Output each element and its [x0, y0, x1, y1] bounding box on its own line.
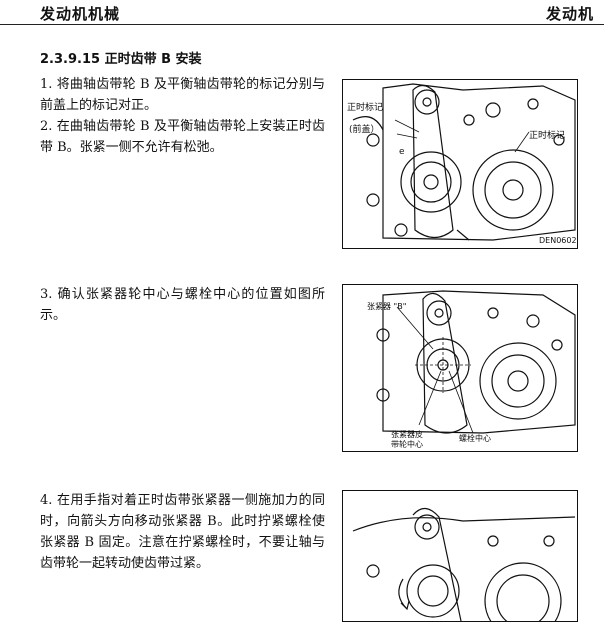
step-1: 1. 将曲轴齿带轮 B 及平衡轴齿带轮的标记分别与前盖上的标记对正。	[40, 77, 325, 113]
label-front-cover: (前盖）	[349, 123, 380, 135]
engine-cover-top	[352, 516, 576, 532]
engine-block-outline	[382, 290, 576, 434]
step-4: 4. 在用手指对着正时齿带张紧器一侧施加力的同时，向箭头方向移动张紧器 B。此时…	[40, 493, 325, 571]
engine-diagram-3	[352, 507, 576, 621]
leader-bolt-center	[448, 370, 474, 434]
leader-timing-mark-2	[514, 131, 530, 153]
figure-1-timing-marks: 正时标记 (前盖） 正时标记 e DEN0602	[342, 79, 578, 249]
label-tensioner-b: 张紧器 "B"	[367, 302, 406, 311]
step-3: 3. 确认张紧器轮中心与螺栓中心的位置如图所示。	[40, 287, 325, 323]
label-pulley-center-2: 带轮中心	[391, 439, 423, 449]
leader-tensioner-b	[396, 306, 434, 350]
leader-pulley-center	[418, 370, 442, 426]
timing-belt	[412, 84, 454, 239]
figure-code: DEN0602	[539, 236, 577, 245]
label-bolt-center: 螺栓中心	[459, 433, 491, 443]
timing-belt-b	[422, 292, 468, 434]
header-right-title: 发动机	[545, 5, 594, 23]
label-letter-e: e	[399, 147, 405, 157]
large-pulley	[484, 562, 562, 621]
balancer-sprocket	[414, 514, 440, 540]
label-timing-mark-1: 正时标记	[347, 101, 383, 113]
tensioner-pulley	[406, 564, 460, 618]
large-pulley	[472, 149, 554, 231]
crank-sprocket	[400, 151, 462, 213]
figure-3-tensioner-adjust	[342, 490, 578, 622]
figure-2-tensioner-position: 张紧器 "B" 张紧器皮 带轮中心 螺栓中心	[342, 284, 578, 452]
engine-diagram-2: 张紧器 "B" 张紧器皮 带轮中心 螺栓中心	[367, 290, 576, 449]
leader-timing-mark-1	[394, 119, 420, 133]
step-2: 2. 在曲轴齿带轮 B 及平衡轴齿带轮上安装正时齿带 B。张紧一侧不允许有松弛。	[40, 119, 325, 155]
section-title: 2.3.9.15 正时齿带 B 安装	[40, 52, 202, 67]
front-cover-outline	[382, 83, 576, 241]
running-header: 发动机机械 发动机	[0, 0, 604, 25]
balancer-sprocket-hub	[422, 97, 432, 107]
leader-front-cover	[396, 133, 418, 139]
balancer-sprocket	[414, 89, 440, 115]
label-pulley-center-1: 张紧器皮	[391, 429, 423, 439]
timing-belt-b	[412, 507, 462, 621]
label-timing-mark-2: 正时标记	[529, 129, 565, 141]
engine-diagram-1: 正时标记 (前盖） 正时标记 e DEN0602	[347, 83, 577, 245]
header-left-title: 发动机机械	[40, 5, 121, 23]
balancer-sprocket	[426, 300, 452, 326]
large-pulley	[479, 342, 557, 420]
